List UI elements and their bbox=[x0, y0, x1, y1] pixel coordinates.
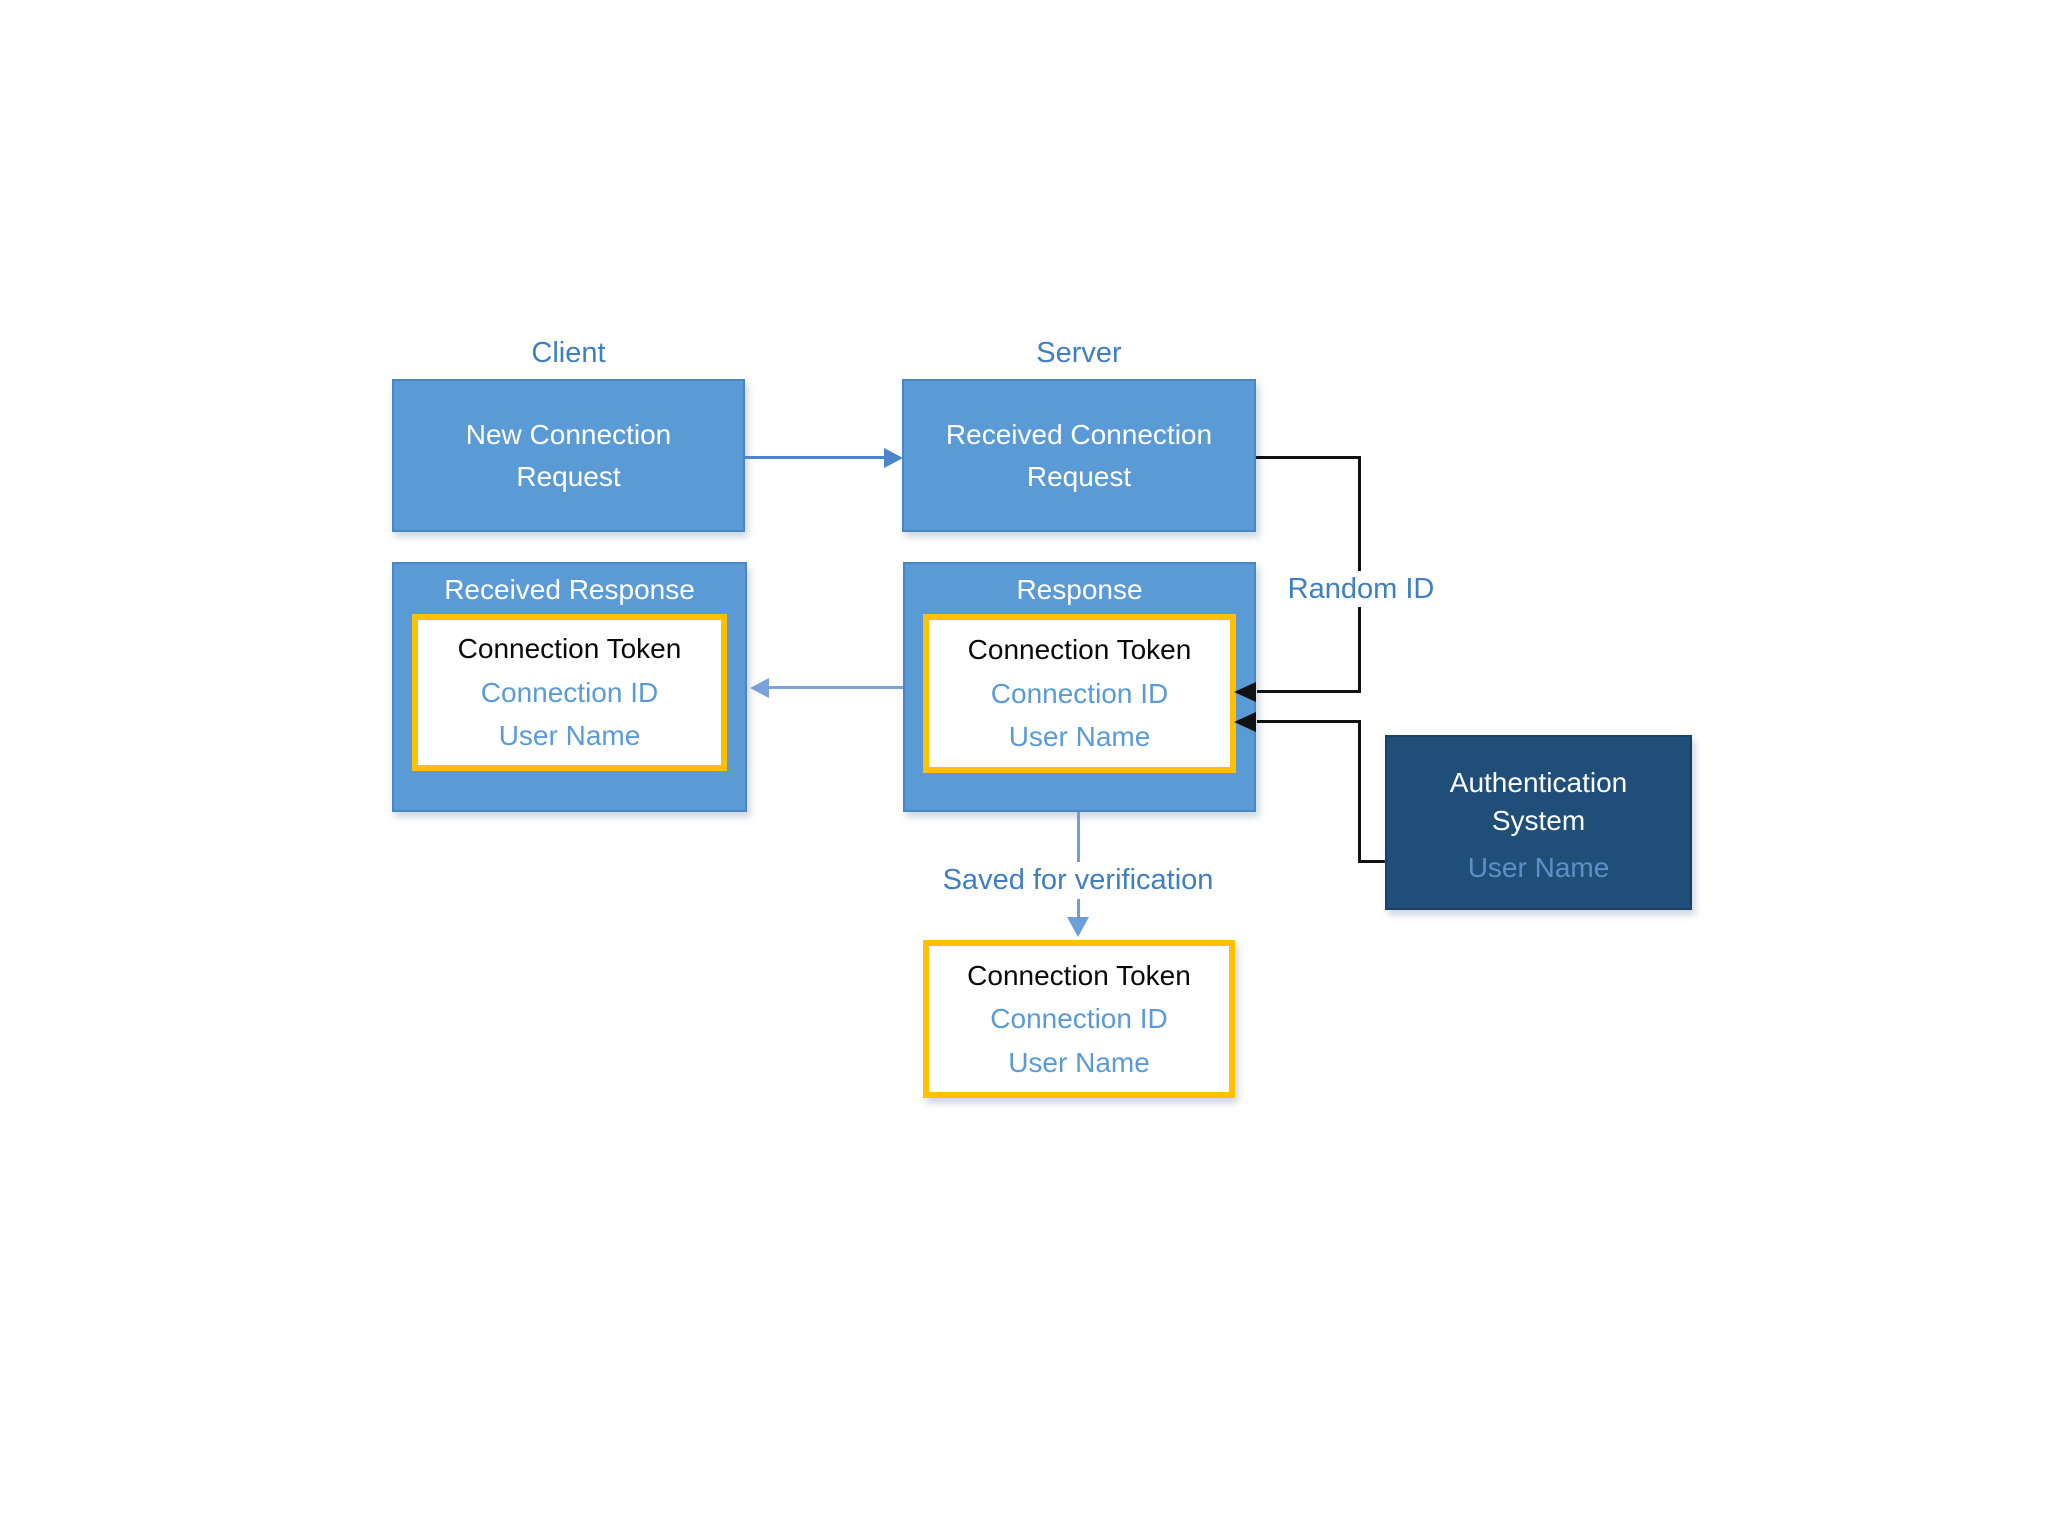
box-response: Response Connection Token Connection ID … bbox=[903, 562, 1256, 812]
arrowhead-left-black-icon bbox=[1234, 682, 1256, 702]
auth-user-name-field: User Name bbox=[1467, 851, 1610, 883]
client-column-label: Client bbox=[531, 337, 606, 369]
box-received-connection-request-body: Received Connection Request bbox=[904, 381, 1254, 530]
box-new-connection-request-body: New Connection Request bbox=[394, 381, 743, 530]
user-name-field: User Name bbox=[1008, 721, 1151, 753]
connector-auth-vertical bbox=[1358, 720, 1361, 863]
connector-random-id-top bbox=[1256, 456, 1361, 459]
box-received-connection-request-title: Received Connection Request bbox=[945, 418, 1213, 492]
authentication-system-title: Authentication System bbox=[1449, 766, 1628, 836]
box-response-title: Response bbox=[1016, 574, 1143, 605]
connector-random-id-bottom bbox=[1257, 690, 1360, 693]
saved-connection-token-frame: Connection Token Connection ID User Name bbox=[923, 940, 1235, 1098]
box-received-response-title: Received Response bbox=[444, 574, 695, 605]
connection-token-title: Connection Token bbox=[967, 959, 1191, 991]
arrowhead-left-icon bbox=[750, 678, 769, 698]
box-new-connection-request: New Connection Request bbox=[392, 379, 745, 532]
arrowhead-right-icon bbox=[884, 448, 903, 468]
connector-saved-shaft-top bbox=[1077, 812, 1080, 862]
server-column-label: Server bbox=[1036, 337, 1122, 369]
connector-saved-shaft-bottom bbox=[1077, 899, 1080, 918]
user-name-field: User Name bbox=[1008, 1046, 1150, 1078]
connector-response-shaft bbox=[768, 686, 903, 689]
box-received-response: Received Response Connection Token Conne… bbox=[392, 562, 747, 812]
arrowhead-down-icon bbox=[1067, 917, 1089, 937]
connection-id-field: Connection ID bbox=[480, 676, 659, 708]
box-new-connection-request-title: New Connection Request bbox=[465, 418, 672, 492]
box-authentication-system: Authentication System User Name bbox=[1385, 735, 1692, 910]
user-name-field: User Name bbox=[498, 719, 641, 751]
connector-auth-top bbox=[1257, 720, 1360, 723]
box-authentication-system-body: Authentication System User Name bbox=[1387, 737, 1690, 908]
random-id-label: Random ID bbox=[1271, 571, 1451, 607]
saved-for-verification-label: Saved for verification bbox=[928, 862, 1228, 898]
received-response-connection-token-frame: Connection Token Connection ID User Name bbox=[412, 614, 727, 771]
connection-id-field: Connection ID bbox=[990, 1003, 1168, 1034]
box-received-connection-request: Received Connection Request bbox=[902, 379, 1256, 532]
connector-auth-stub bbox=[1358, 860, 1388, 863]
connection-token-title: Connection Token bbox=[967, 633, 1192, 665]
connector-request-shaft bbox=[745, 456, 885, 459]
arrowhead-left-black-icon bbox=[1234, 712, 1256, 732]
response-connection-token-frame: Connection Token Connection ID User Name bbox=[923, 614, 1236, 773]
connection-id-field: Connection ID bbox=[990, 677, 1169, 709]
connection-token-title: Connection Token bbox=[457, 633, 682, 665]
